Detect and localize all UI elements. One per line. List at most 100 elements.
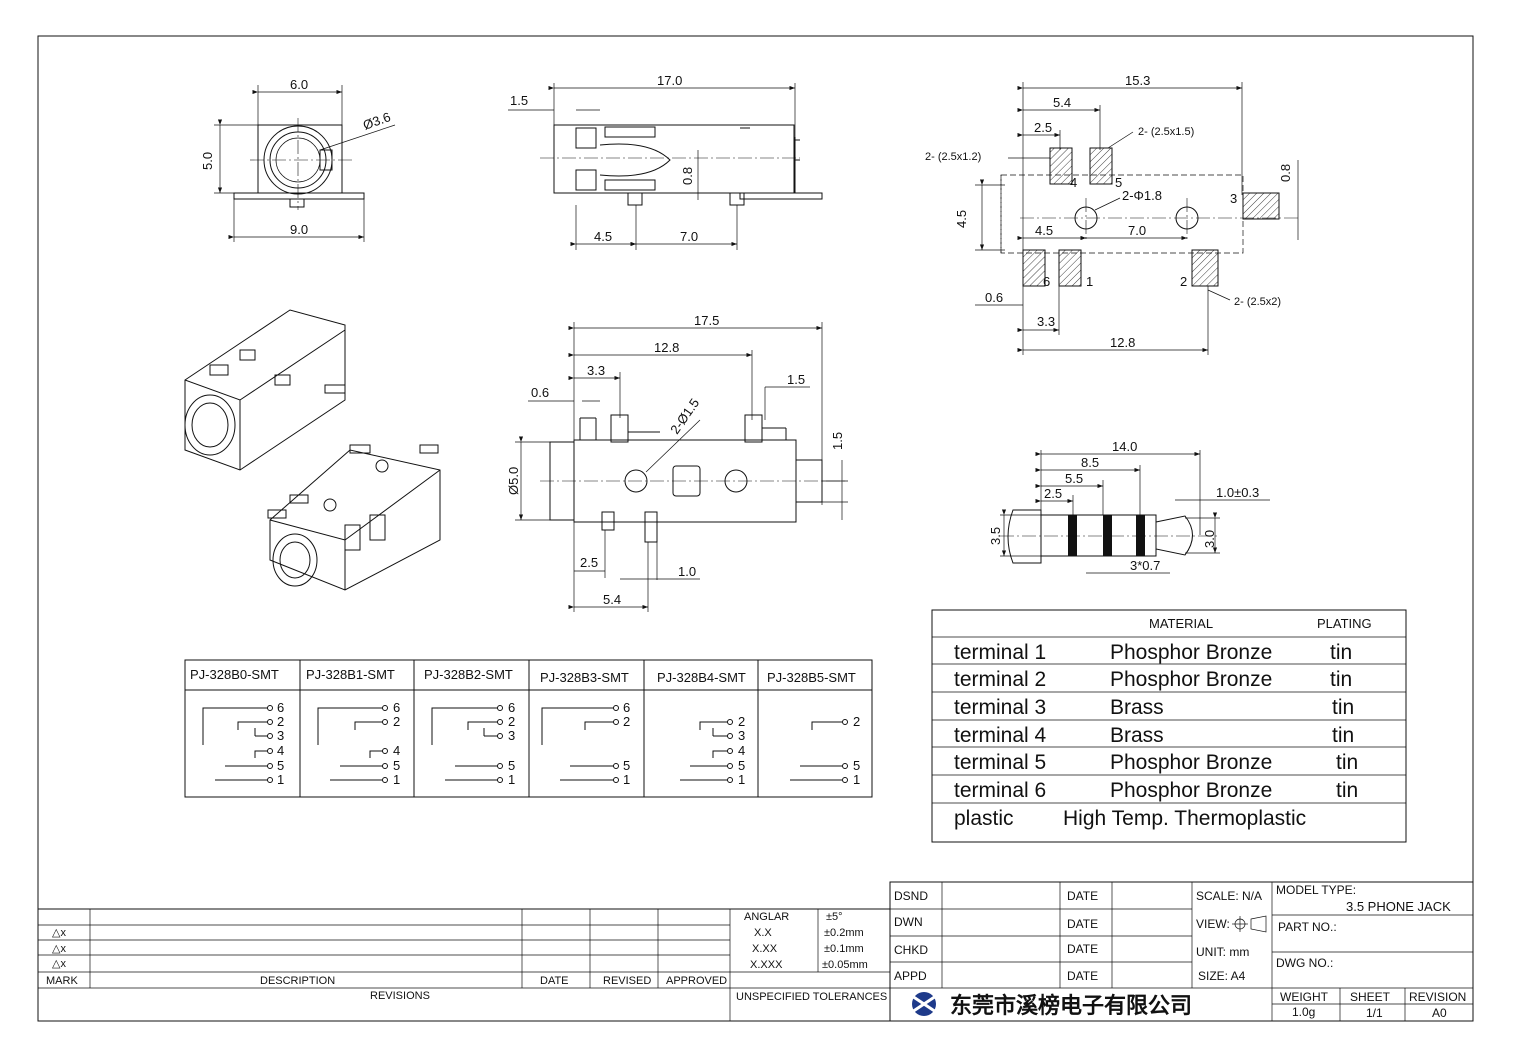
material-plating: tin	[1332, 696, 1354, 719]
material-header: MATERIAL	[1149, 616, 1213, 631]
material-part: terminal 4	[954, 724, 1047, 747]
revision-mark: △x	[52, 943, 66, 955]
title-block: DSND DWN CHKD APPD DATE DATE DATE DATE S…	[889, 881, 1474, 1022]
schematic-title-b5: PJ-328B5-SMT	[767, 670, 856, 685]
material-plating: tin	[1330, 641, 1352, 664]
scale-label: SCALE: N/A	[1196, 889, 1262, 903]
pcb-footprint-view: 15.3 5.4 2.5 2- (2.5x1.5) 2- (2.5x1.2) 4…	[925, 73, 1300, 355]
plating-header: PLATING	[1317, 616, 1372, 631]
schematic-title-b0: PJ-328B0-SMT	[190, 667, 279, 682]
dim-plug-total: 14.0	[1112, 439, 1137, 454]
top-hole-label: 2-Ø1.5	[667, 396, 702, 437]
dim-top-d6: 2.5	[580, 555, 598, 570]
revision-value: A0	[1432, 1006, 1447, 1020]
material-part: terminal 3	[954, 696, 1046, 719]
pin-label: 5	[738, 758, 745, 773]
revisions-date-header: DATE	[540, 975, 569, 987]
isometric-views	[184, 309, 441, 591]
dim-pcb-thick: 0.8	[1278, 164, 1293, 182]
dim-top-total: 17.5	[694, 313, 719, 328]
schematic-b1: 6 2 4 5 1	[317, 700, 400, 787]
revision-mark: △x	[52, 927, 66, 939]
dim-pcb-d4: 7.0	[1128, 223, 1146, 238]
dim-side-offset: 1.5	[510, 93, 528, 108]
dwg-no-label: DWG NO.:	[1276, 956, 1333, 970]
material-plating: tin	[1336, 751, 1358, 774]
material-name: Phosphor Bronze	[1110, 779, 1272, 802]
dim-top-d4: 0.6	[531, 385, 549, 400]
material-part: terminal 6	[954, 779, 1046, 802]
material-name: Brass	[1110, 696, 1164, 719]
role-appd: APPD	[894, 969, 927, 983]
dim-top-d1: 12.8	[654, 340, 679, 355]
pad-4: 4	[1070, 175, 1077, 190]
revisions-mark-header: MARK	[46, 975, 78, 987]
tolerances-title: UNSPECIFIED TOLERANCES	[736, 991, 887, 1003]
model-type-value: 3.5 PHONE JACK	[1346, 899, 1451, 914]
pad-3: 3	[1230, 191, 1237, 206]
role-dwn: DWN	[894, 915, 923, 929]
side-view: 17.0 1.5 4.5 7.0 0.8	[508, 73, 823, 250]
material-part: terminal 2	[954, 668, 1046, 691]
role-chkd: CHKD	[894, 943, 928, 957]
revision-label: REVISION	[1409, 990, 1466, 1004]
dim-pcb-d2: 2.5	[1034, 120, 1052, 135]
pad-label-c: 2- (2.5x2)	[1234, 296, 1281, 308]
tolerance-label: X.XXX	[750, 959, 783, 971]
pin-label: 2	[508, 714, 515, 729]
dim-pcb-total: 15.3	[1125, 73, 1150, 88]
dim-plug-d4: 1.0±0.3	[1216, 485, 1259, 500]
dim-plug-d3: 2.5	[1044, 486, 1062, 501]
pin-label: 5	[853, 758, 860, 773]
material-table: MATERIAL PLATING terminal 1 Phosphor Bro…	[931, 609, 1407, 843]
dim-pcb-d3: 4.5	[1035, 223, 1053, 238]
pin-label: 1	[508, 772, 515, 787]
material-plating: tin	[1336, 779, 1358, 802]
pin-label: 3	[277, 728, 284, 743]
schematic-b3: 6 2 5 1	[541, 700, 630, 787]
pad-1: 1	[1086, 274, 1093, 289]
dim-pcb-d6: 3.3	[1037, 314, 1055, 329]
material-part: terminal 1	[954, 641, 1046, 664]
dim-plug-rings: 3*0.7	[1130, 558, 1160, 573]
pin-label: 6	[277, 700, 284, 715]
pin-label: 4	[277, 743, 284, 758]
tolerance-value: ±5°	[826, 911, 843, 923]
material-name: Brass	[1110, 724, 1164, 747]
weight-label: WEIGHT	[1280, 990, 1329, 1004]
pin-label: 1	[853, 772, 860, 787]
schematic-b0: 6 2 3 4 5 1	[202, 700, 284, 787]
pin-label: 6	[393, 700, 400, 715]
date-label: DATE	[1067, 917, 1098, 931]
schematic-title-b4: PJ-328B4-SMT	[657, 670, 746, 685]
plastic-part: plastic	[954, 807, 1014, 830]
pin-label: 1	[277, 772, 284, 787]
projection-symbol-icon	[1232, 915, 1267, 933]
role-dsnd: DSND	[894, 889, 928, 903]
pin-label: 2	[623, 714, 630, 729]
schematic-title-b3: PJ-328B3-SMT	[540, 670, 629, 685]
schematic-title-b2: PJ-328B2-SMT	[424, 667, 513, 682]
dim-front-height: 5.0	[200, 152, 215, 170]
dim-top-d3: 1.5	[787, 372, 805, 387]
revisions-revised-header: REVISED	[603, 975, 651, 987]
dim-top-d5: 1.5	[830, 432, 845, 450]
front-view: 6.0 Ø3.6 5.0 9.0	[200, 77, 396, 242]
pin-label: 5	[508, 758, 515, 773]
pin-label: 5	[623, 758, 630, 773]
date-label: DATE	[1067, 942, 1098, 956]
top-view: 17.5 12.8 3.3 1.5 0.6 2-Ø1.5	[506, 313, 848, 612]
revisions-block: △x △x △x MARK DESCRIPTION DATE REVISED A…	[38, 908, 890, 1021]
pin-label: 2	[738, 714, 745, 729]
dim-pcb-d5: 0.6	[985, 290, 1003, 305]
pad-2: 2	[1180, 274, 1187, 289]
company-logo	[911, 992, 937, 1016]
pin-label: 3	[738, 728, 745, 743]
dim-pcb-d1: 5.4	[1053, 95, 1071, 110]
pcb-hole-label: 2-Φ1.8	[1122, 188, 1162, 203]
dim-front-width: 6.0	[290, 77, 308, 92]
sheet-border	[37, 35, 1474, 1022]
pin-label: 3	[508, 728, 515, 743]
dim-plug-d2: 5.5	[1065, 471, 1083, 486]
